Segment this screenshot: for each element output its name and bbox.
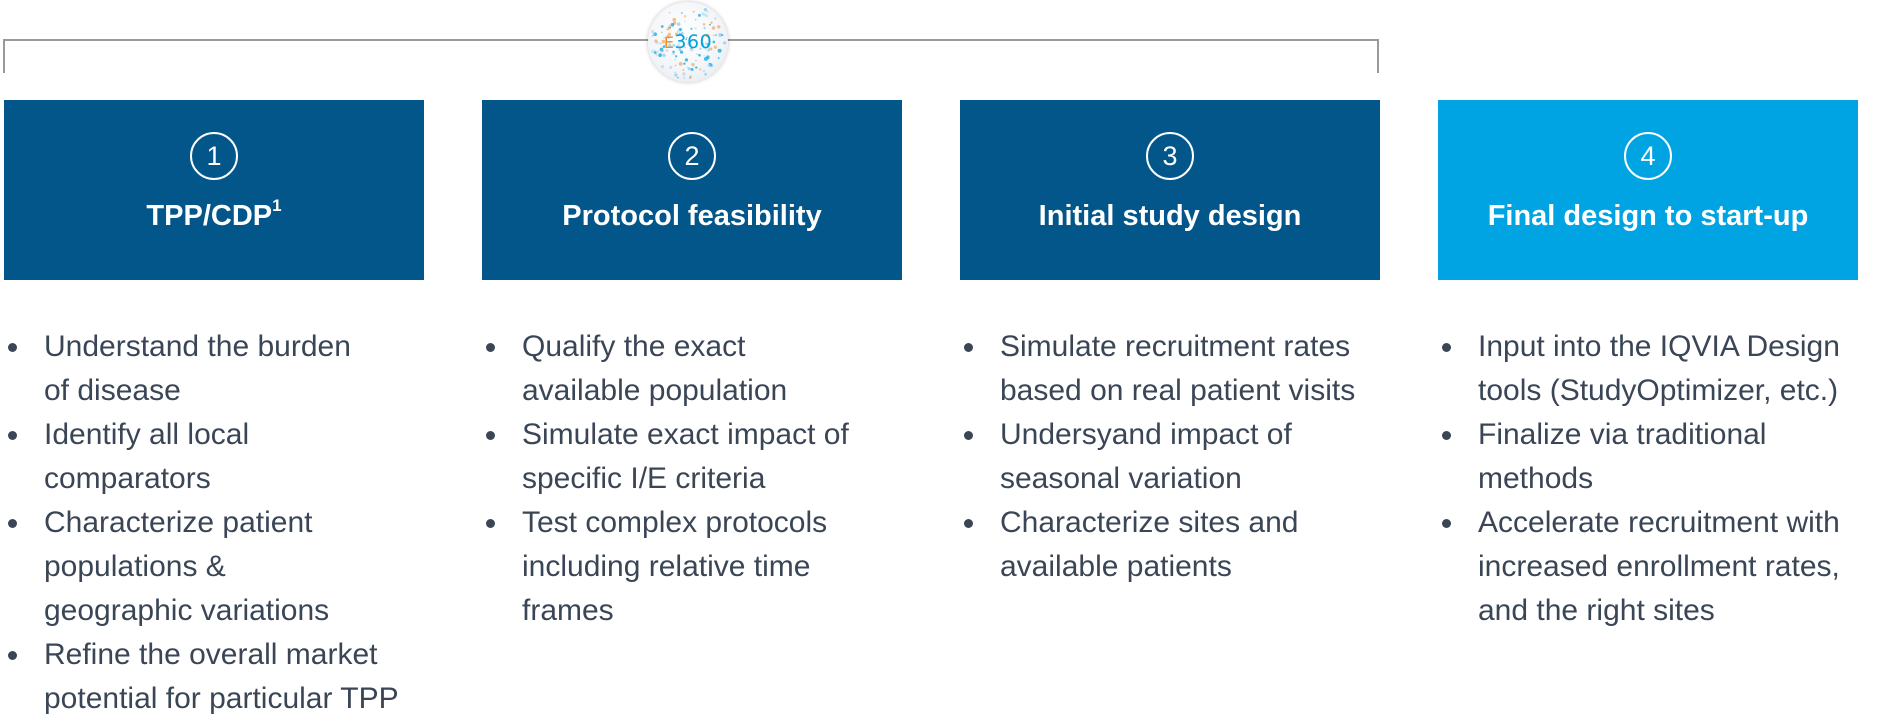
logo-text: E360: [664, 31, 712, 53]
step-card-2: 2 Protocol feasibility: [482, 100, 902, 280]
bullet-line: Understand the burden: [44, 330, 351, 363]
step-title-3: Initial study design: [1038, 200, 1302, 232]
bullet-item: Refine the overall market potential for p…: [4, 633, 399, 721]
e360-logo: E360: [648, 2, 728, 82]
bullet-line: Undersyand impact of: [1000, 418, 1292, 451]
bullet-line: Characterize patient: [44, 506, 313, 539]
bullet-item: Test complex protocols including relative…: [482, 501, 849, 633]
step-3-bullet-list: Simulate recruitment rates based on real …: [960, 325, 1355, 589]
bullet-line: Accelerate recruitment with: [1478, 506, 1840, 539]
phase-bracket-right-tick: [1377, 39, 1379, 73]
phase-bracket-left-tick: [3, 39, 5, 73]
bullet-line: Input into the IQVIA Design: [1478, 330, 1840, 363]
bullet-line: Test complex protocols: [522, 506, 828, 539]
bullet-line: increased enrollment rates,: [1478, 550, 1840, 583]
bullet-item: Characterize patient populations & geograp…: [4, 501, 399, 633]
step-title-1: TPP/CDP1: [146, 196, 281, 233]
step-4-bullet-list: Input into the IQVIA Design tools (StudyO…: [1438, 325, 1840, 633]
bullet-item: Simulate exact impact of specific I/E cri…: [482, 413, 849, 501]
bullet-line: geographic variations: [44, 594, 330, 627]
step-card-3: 3 Initial study design: [960, 100, 1380, 280]
bullet-line: Finalize via traditional: [1478, 418, 1767, 451]
bullet-line: including relative time: [522, 550, 811, 583]
bullet-line: based on real patient visits: [1000, 374, 1356, 407]
bullet-item: Undersyand impact of seasonal variation: [960, 413, 1355, 501]
bullet-line: methods: [1478, 462, 1594, 495]
step-title-4: Final design to start-up: [1487, 200, 1809, 232]
step-title-2: Protocol feasibility: [562, 200, 822, 232]
step-number-1: 1: [190, 132, 238, 180]
bullet-item: Input into the IQVIA Design tools (StudyO…: [1438, 325, 1840, 413]
step-2-bullet-list: Qualify the exact available population Si…: [482, 325, 849, 633]
bullet-line: available patients: [1000, 550, 1232, 583]
bullet-line: Simulate exact impact of: [522, 418, 849, 451]
bullet-line: comparators: [44, 462, 211, 495]
bullet-line: Qualify the exact: [522, 330, 746, 363]
bullet-line: seasonal variation: [1000, 462, 1242, 495]
step-1-bullet-list: Understand the burden of disease Identify…: [4, 325, 399, 721]
bullet-item: Simulate recruitment rates based on real …: [960, 325, 1355, 413]
bullet-item: Characterize sites and available patients: [960, 501, 1355, 589]
bullet-line: tools (StudyOptimizer, etc.): [1478, 374, 1839, 407]
step-number-2: 2: [668, 132, 716, 180]
bullet-line: and the right sites: [1478, 594, 1715, 627]
bullet-line: Refine the overall market: [44, 638, 378, 671]
bullet-line: Identify all local: [44, 418, 250, 451]
bullet-item: Accelerate recruitment with increased enr…: [1438, 501, 1840, 633]
step-number-3: 3: [1146, 132, 1194, 180]
bullet-line: Simulate recruitment rates: [1000, 330, 1351, 363]
step-card-1: 1 TPP/CDP1: [4, 100, 424, 280]
step-title-1-footnote: 1: [272, 196, 282, 215]
bullet-item: Qualify the exact available population: [482, 325, 849, 413]
logo-prefix: E: [663, 33, 675, 52]
bullet-item: Understand the burden of disease: [4, 325, 399, 413]
logo-suffix: 360: [674, 31, 713, 53]
bullet-line: potential for particular TPP: [44, 682, 399, 715]
step-card-4: 4 Final design to start-up: [1438, 100, 1858, 280]
logo-dot-pattern-icon: [650, 7, 727, 80]
bullet-line: of disease: [44, 374, 181, 407]
step-title-1-text: TPP/CDP: [146, 200, 273, 232]
step-number-4: 4: [1624, 132, 1672, 180]
bullet-item: Finalize via traditional methods: [1438, 413, 1840, 501]
bullet-line: populations &: [44, 550, 226, 583]
bullet-line: specific I/E criteria: [522, 462, 766, 495]
bullet-line: available population: [522, 374, 788, 407]
bullet-item: Identify all local comparators: [4, 413, 399, 501]
bullet-line: Characterize sites and: [1000, 506, 1299, 539]
bullet-line: frames: [522, 594, 614, 627]
